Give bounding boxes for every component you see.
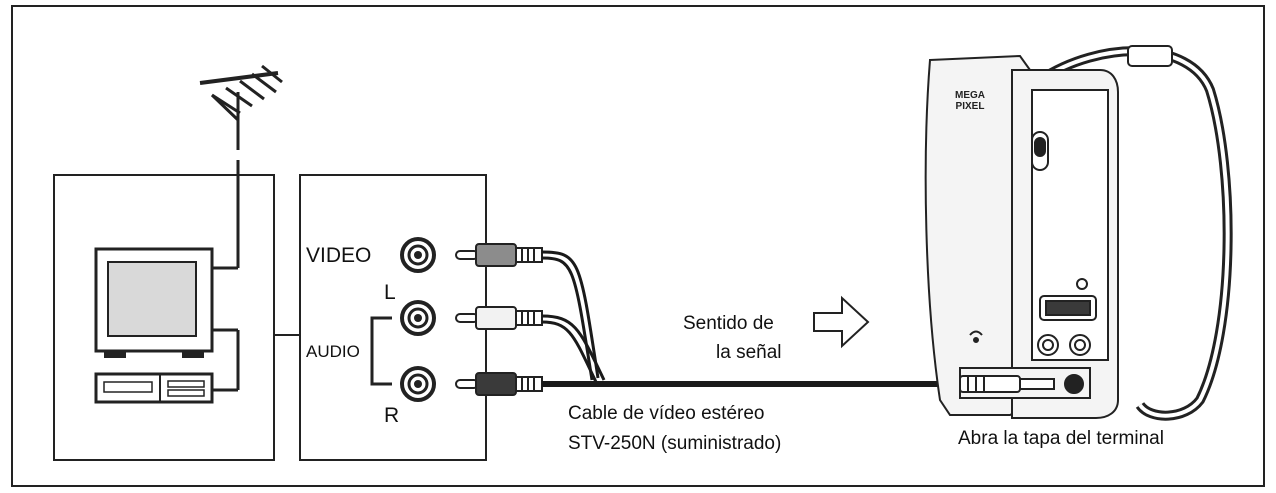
diagram-frame	[11, 5, 1265, 487]
antenna-icon	[199, 64, 283, 270]
signal-direction-label-line2: la señal	[716, 342, 782, 363]
audio-label: AUDIO	[306, 342, 360, 361]
rca-plug-audio-right	[455, 372, 543, 396]
rca-jack-audio-right	[400, 366, 436, 402]
audio-right-label: R	[384, 404, 400, 427]
signal-direction-label-line1: Sentido de	[683, 313, 774, 334]
audio-left-label: L	[384, 281, 396, 304]
vcr-icon	[94, 372, 214, 404]
cable-label-line1: Cable de vídeo estéreo	[568, 403, 765, 424]
rca-plug-audio-left	[455, 306, 543, 330]
av-cable	[541, 250, 960, 387]
cable-label-line2: STV-250N (suministrado)	[568, 433, 782, 454]
mega-pixel-badge-line1: MEGA	[955, 90, 985, 101]
mega-pixel-badge-line2: PIXEL	[955, 101, 985, 112]
mega-pixel-badge: MEGA PIXEL	[944, 90, 996, 112]
rca-plug-video	[455, 243, 543, 267]
camera-note-label: Abra la tapa del terminal	[958, 428, 1164, 449]
tv-box	[53, 174, 275, 461]
rca-jack-audio-left	[400, 300, 436, 336]
camcorder-icon	[924, 45, 1233, 421]
rca-jack-video	[400, 237, 436, 273]
audio-bracket	[370, 316, 392, 386]
signal-direction-arrow-icon	[813, 295, 870, 349]
tv-icon	[94, 247, 240, 392]
video-label: VIDEO	[306, 244, 372, 267]
